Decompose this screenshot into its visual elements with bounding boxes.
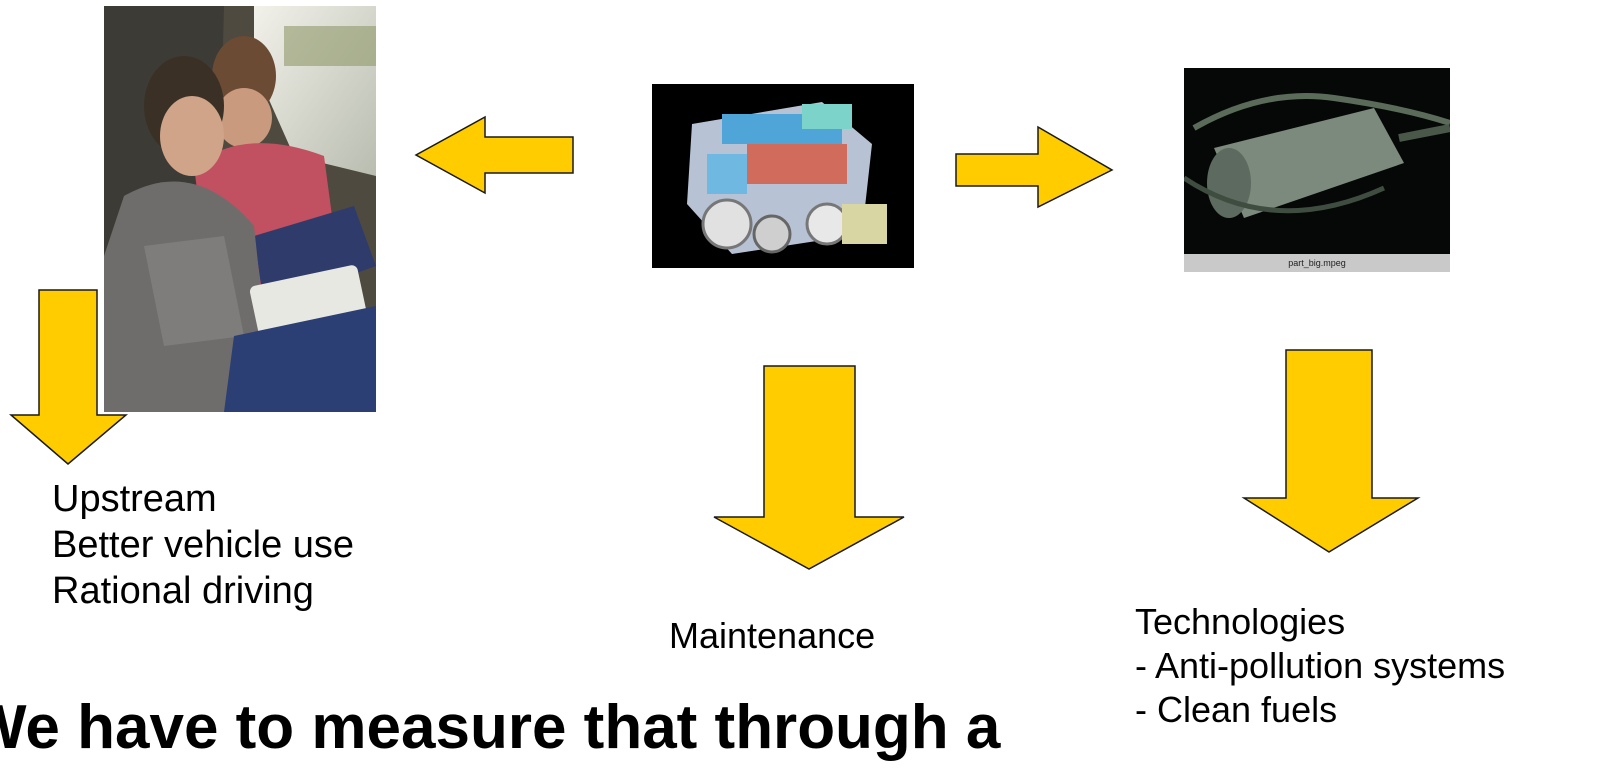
exhaust-art bbox=[1184, 68, 1450, 254]
left-arrow bbox=[414, 115, 574, 195]
right-arrow bbox=[955, 125, 1114, 209]
clean-fuels-label: - Clean fuels bbox=[1135, 689, 1338, 730]
upstream-text-block: Upstream Better vehicle use Rational dri… bbox=[52, 476, 354, 614]
upstream-label: Upstream bbox=[52, 478, 217, 520]
engine-art bbox=[652, 84, 914, 268]
maintenance-label: Maintenance bbox=[669, 615, 876, 656]
driver-photo-art bbox=[104, 6, 376, 412]
anti-pollution-label: - Anti-pollution systems bbox=[1135, 645, 1506, 686]
down-arrow-maintenance bbox=[713, 365, 905, 570]
video-caption: part_big.mpeg bbox=[1288, 258, 1346, 268]
video-caption-bar: part_big.mpeg bbox=[1184, 254, 1450, 272]
engine-image bbox=[652, 84, 914, 268]
driver-photo bbox=[104, 6, 376, 412]
bottom-heading: We have to measure that through a bbox=[0, 693, 1001, 762]
exhaust-video-frame: part_big.mpeg bbox=[1184, 68, 1450, 272]
rational-driving-label: Rational driving bbox=[52, 570, 314, 612]
technologies-text-block: Technologies - Anti-pollution systems - … bbox=[1135, 600, 1505, 732]
better-vehicle-use-label: Better vehicle use bbox=[52, 524, 355, 566]
down-arrow-upstream bbox=[8, 289, 129, 465]
down-arrow-technologies bbox=[1241, 349, 1421, 553]
technologies-label: Technologies bbox=[1135, 601, 1346, 642]
